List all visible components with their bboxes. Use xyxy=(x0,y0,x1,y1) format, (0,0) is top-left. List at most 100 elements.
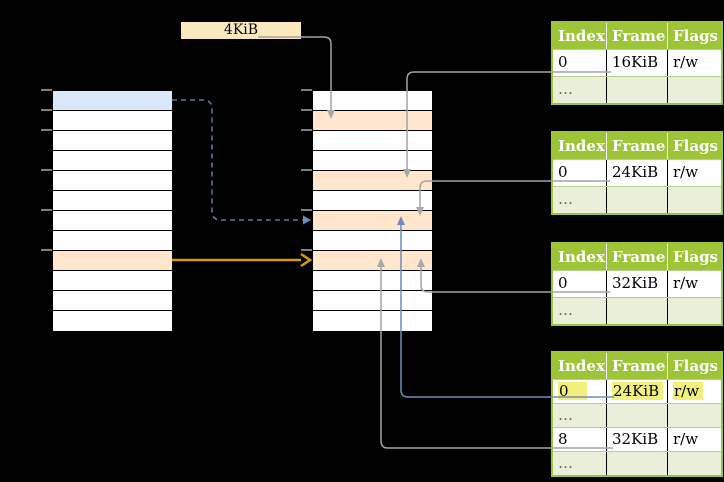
page-table-ellipsis-row: … xyxy=(553,186,721,213)
page-size-label: 4KiB xyxy=(180,21,302,40)
page-table-entry: 0 32KiB r/w xyxy=(553,270,721,297)
arrowhead-right-icon xyxy=(300,252,313,268)
column-header-index: Index xyxy=(553,353,607,379)
page-table-ellipsis-row: … xyxy=(553,297,721,324)
entry-flags: r/w xyxy=(673,163,699,181)
entry-index: 0 xyxy=(553,50,607,76)
entry-index: … xyxy=(553,404,607,427)
page-table-4: Index Frame Flags 0 24KiB r/w … 8 32KiB … xyxy=(551,351,723,477)
entry-flags: r/w xyxy=(673,274,699,292)
memory-row xyxy=(313,91,432,111)
entry-index: 8 xyxy=(553,428,607,451)
memory-row xyxy=(313,311,432,331)
page-table-entry: 0 16KiB r/w xyxy=(553,49,721,76)
arrowhead-right-icon xyxy=(303,215,311,225)
entry-frame xyxy=(607,404,668,427)
memory-row xyxy=(313,131,432,151)
address-tick xyxy=(41,109,52,111)
entry-frame xyxy=(607,452,668,475)
entry-flags xyxy=(668,187,721,213)
entry-flags: r/w xyxy=(673,53,699,71)
memory-row xyxy=(53,131,172,151)
physical-frame-orange xyxy=(313,111,432,131)
column-header-index: Index xyxy=(553,244,607,270)
page-table-1: Index Frame Flags 0 16KiB r/w … xyxy=(551,21,723,105)
physical-frame-orange xyxy=(313,251,432,271)
entry-frame: 32KiB xyxy=(607,271,668,297)
entry-index: 0 xyxy=(553,160,607,186)
virtual-memory-column xyxy=(52,90,173,332)
memory-row xyxy=(313,231,432,251)
entry-frame: 24KiB xyxy=(607,160,668,186)
column-header-flags: Flags xyxy=(673,137,718,155)
entry-frame xyxy=(607,77,668,103)
page-table-3: Index Frame Flags 0 32KiB r/w … xyxy=(551,242,723,326)
page-table-entry: 0 24KiB r/w xyxy=(553,159,721,186)
entry-flags xyxy=(668,77,721,103)
address-tick xyxy=(41,169,52,171)
column-header-flags: Flags xyxy=(673,357,718,375)
entry-flags xyxy=(668,404,721,427)
page-table-2: Index Frame Flags 0 24KiB r/w … xyxy=(551,131,723,215)
entry-flags: r/w xyxy=(668,380,721,403)
entry-flags xyxy=(668,452,721,475)
page-table-header: Index Frame Flags xyxy=(553,353,721,379)
highlighted-value: 24KiB xyxy=(612,382,664,400)
entry-index: … xyxy=(553,452,607,475)
address-tick xyxy=(301,129,312,131)
page-table-header: Index Frame Flags xyxy=(553,23,721,49)
entry-frame: 24KiB xyxy=(607,380,668,403)
entry-index: 0 xyxy=(553,380,607,403)
page-table-ellipsis-row: … xyxy=(553,451,721,475)
address-tick xyxy=(301,169,312,171)
entry-frame: 16KiB xyxy=(607,50,668,76)
address-tick xyxy=(301,209,312,211)
column-header-frame: Frame xyxy=(607,353,668,379)
physical-frame-orange xyxy=(313,211,432,231)
page-table-entry-highlighted: 0 24KiB r/w xyxy=(553,379,721,403)
column-header-frame: Frame xyxy=(607,244,668,270)
memory-row xyxy=(53,271,172,291)
page-table-header: Index Frame Flags xyxy=(553,244,721,270)
page-table-ellipsis-row: … xyxy=(553,76,721,103)
memory-row xyxy=(53,231,172,251)
entry-frame xyxy=(607,298,668,324)
physical-memory-column xyxy=(312,90,433,332)
entry-frame: 32KiB xyxy=(607,428,668,451)
column-header-flags: Flags xyxy=(673,27,718,45)
entry-index: 0 xyxy=(553,271,607,297)
address-tick xyxy=(41,89,52,91)
address-tick xyxy=(301,249,312,251)
memory-row xyxy=(313,271,432,291)
memory-row xyxy=(313,291,432,311)
column-header-frame: Frame xyxy=(607,23,668,49)
entry-index: … xyxy=(553,77,607,103)
physical-frame-orange xyxy=(313,171,432,191)
arrow-virtual-blue-mapping xyxy=(172,99,303,221)
virtual-memory-mapped-row-blue xyxy=(53,91,172,111)
memory-row xyxy=(53,191,172,211)
address-tick xyxy=(301,109,312,111)
address-tick xyxy=(301,89,312,91)
address-tick xyxy=(41,129,52,131)
entry-flags: r/w xyxy=(673,430,699,448)
column-header-index: Index xyxy=(553,23,607,49)
virtual-memory-mapped-row-orange xyxy=(53,251,172,271)
address-tick xyxy=(41,249,52,251)
memory-row xyxy=(53,211,172,231)
column-header-frame: Frame xyxy=(607,133,668,159)
memory-row xyxy=(313,191,432,211)
page-table-ellipsis-row: … xyxy=(553,403,721,427)
memory-row xyxy=(53,311,172,331)
page-table-entry: 8 32KiB r/w xyxy=(553,427,721,451)
address-tick xyxy=(41,209,52,211)
highlighted-value: 0 xyxy=(558,382,587,400)
entry-index: … xyxy=(553,187,607,213)
entry-index: … xyxy=(553,298,607,324)
memory-row xyxy=(53,151,172,171)
page-table-header: Index Frame Flags xyxy=(553,133,721,159)
memory-row xyxy=(53,171,172,191)
column-header-flags: Flags xyxy=(673,248,718,266)
memory-row xyxy=(53,111,172,131)
